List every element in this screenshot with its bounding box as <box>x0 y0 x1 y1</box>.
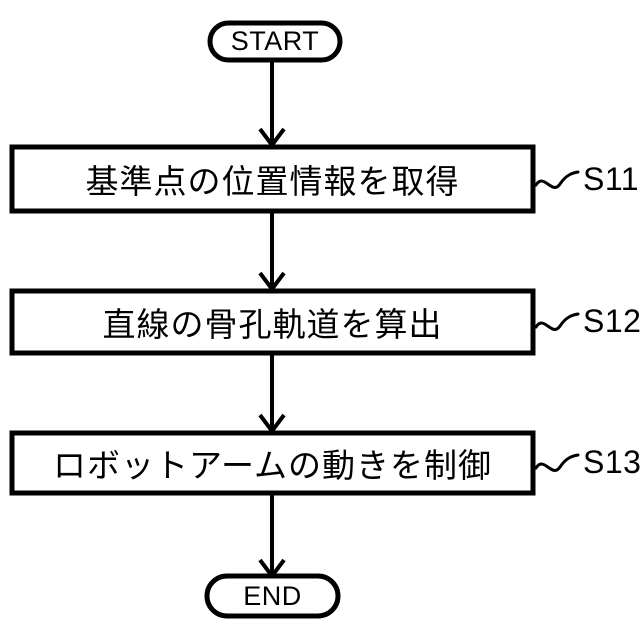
node-start-shape <box>207 20 343 63</box>
step-connector-s11-squiggle <box>534 170 580 189</box>
step-connector-s12-squiggle <box>534 312 580 331</box>
step-connector-s13-squiggle <box>534 453 580 472</box>
node-s12-shape <box>9 288 536 356</box>
node-end-shape <box>204 573 341 619</box>
node-s11-shape <box>9 144 536 214</box>
node-s13-shape <box>9 430 536 496</box>
